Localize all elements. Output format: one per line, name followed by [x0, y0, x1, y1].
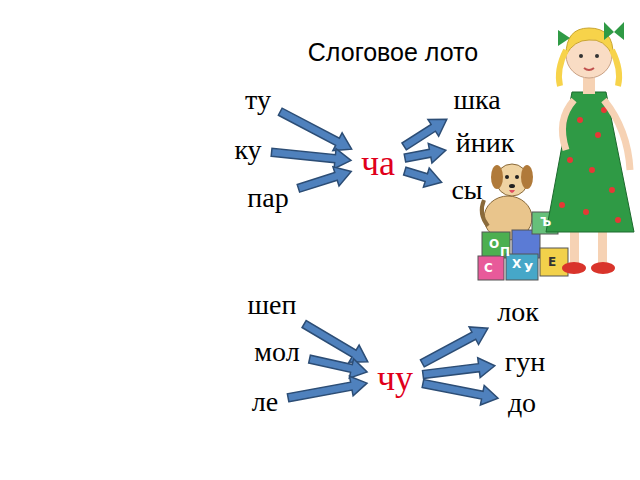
syllable-text: лок — [497, 298, 539, 326]
syllable-text: мол — [254, 338, 299, 366]
center-syllable: чу — [373, 358, 417, 398]
block-arrow — [271, 148, 351, 168]
syllable-text: шеп — [248, 291, 297, 319]
syllable: лок — [493, 296, 543, 328]
syllable: сы — [447, 174, 486, 206]
syllable: ле — [248, 386, 282, 418]
syllable-text: йник — [456, 129, 515, 157]
syllable: ку — [230, 134, 265, 166]
syllable-text: сы — [451, 176, 482, 204]
dog-figure — [482, 164, 533, 240]
syllable: шеп — [244, 289, 301, 321]
syllable: йник — [452, 127, 519, 159]
block-letter: П — [500, 246, 510, 258]
girl-figure — [546, 22, 634, 274]
syllable: до — [504, 387, 540, 419]
syllable-text: ча — [361, 145, 395, 181]
syllable: ту — [241, 84, 275, 116]
block-arrow — [309, 355, 367, 378]
center-syllable: ча — [357, 143, 399, 183]
syllable-text: ку — [234, 136, 261, 164]
syllable-text: гун — [505, 348, 545, 376]
block-letter: Ъ — [540, 216, 551, 228]
syllable-text: пар — [247, 184, 288, 212]
block-letter: С — [484, 262, 493, 274]
block-arrow — [297, 167, 351, 192]
block-letter: Х — [512, 258, 521, 270]
block-arrow — [287, 376, 367, 401]
block-arrow — [404, 167, 442, 187]
syllable: гун — [501, 346, 549, 378]
syllable-text: шка — [453, 86, 500, 114]
syllable-text: до — [508, 389, 536, 417]
block-arrow — [422, 380, 498, 405]
slide-title: Слоговое лото — [308, 40, 478, 65]
block-arrow — [402, 119, 447, 150]
syllable-text: чу — [377, 360, 413, 396]
syllable: мол — [250, 336, 303, 368]
block-arrow — [278, 108, 351, 150]
syllable: пар — [243, 182, 292, 214]
block-letter: О — [489, 238, 499, 250]
block-letter: У — [524, 262, 533, 274]
block-arrow — [423, 358, 495, 379]
syllable-text: ле — [252, 388, 278, 416]
block-letter: Е — [548, 256, 556, 268]
syllable: шка — [449, 84, 504, 116]
syllable-text: ту — [245, 86, 271, 114]
block-arrow — [404, 143, 446, 163]
